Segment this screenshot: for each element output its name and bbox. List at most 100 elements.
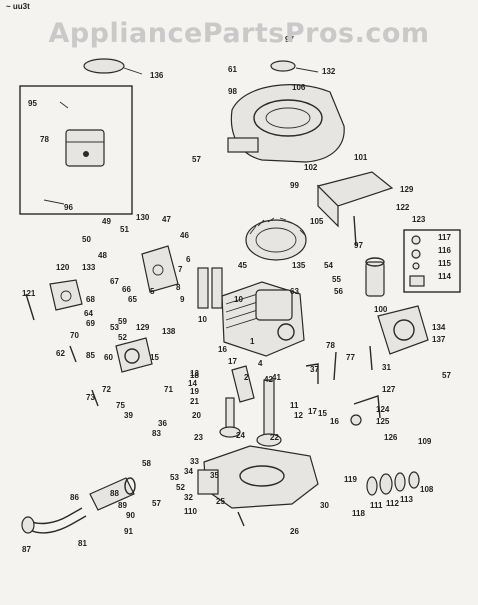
part-label-p36: 36 [158,419,167,428]
starter-100 [365,257,385,297]
exhaust-pipe-87 [21,507,87,534]
part-label-p25: 25 [216,497,225,506]
part-label-p136: 136 [150,71,164,80]
part-label-p49: 49 [102,217,111,226]
part-label-p57a: 57 [192,155,201,164]
muffler-86 [89,477,136,511]
part-label-p125: 125 [376,417,390,426]
cylinder-head-46 [141,245,179,293]
part-label-p119: 119 [344,475,357,484]
part-label-p65: 65 [128,295,137,304]
part-label-p19: 19 [190,387,199,396]
part-label-p42: 42 [264,375,273,384]
part-label-p138: 138 [162,327,176,336]
part-label-p9: 9 [180,295,185,304]
part-label-p45: 45 [238,261,247,270]
part-label-p100: 100 [374,305,388,314]
part-label-p124: 124 [376,405,390,414]
part-label-p109: 109 [418,437,432,446]
part-label-p52: 52 [118,333,127,342]
part-label-p137: 137 [432,335,446,344]
part-label-p78: 78 [40,135,49,144]
part-label-p37: 37 [310,365,319,374]
part-label-p18: 18 [190,371,199,380]
part-label-p69: 69 [86,319,95,328]
part-label-p21: 21 [190,397,199,406]
part-label-p17b: 17 [308,407,317,416]
part-label-p55: 55 [332,275,341,284]
part-label-p115: 115 [438,259,451,268]
part-label-p41: 41 [272,373,281,382]
part-label-p46: 46 [180,231,189,240]
seal-parts-108 [366,471,420,496]
part-label-p70: 70 [70,331,79,340]
part-label-p134: 134 [432,323,446,332]
bolts-group [25,215,373,527]
camshaft-24 [219,397,241,438]
part-label-p15: 15 [150,353,159,362]
part-label-p7: 7 [178,265,183,274]
part-label-p127: 127 [382,385,396,394]
part-label-p48: 48 [98,251,107,260]
part-label-p5: 5 [150,287,155,296]
crankcase-25 [197,445,319,509]
part-label-p33: 33 [190,457,199,466]
part-label-p129a: 129 [400,185,414,194]
part-label-p117: 117 [438,233,451,242]
part-label-p2: 2 [244,373,249,382]
part-label-p113: 113 [400,495,413,504]
header-text: ~ uu3t [6,2,30,11]
part-label-p68: 68 [86,295,95,304]
part-label-p72: 72 [102,385,111,394]
part-label-p6: 6 [186,255,191,264]
part-label-p66: 66 [122,285,131,294]
crankshaft-11 [256,379,282,447]
part-label-p59: 59 [118,317,127,326]
part-label-p86: 86 [70,493,79,502]
part-label-p31: 31 [382,363,391,372]
part-label-p34: 34 [184,467,193,476]
part-label-p120: 120 [56,263,70,272]
part-label-p87: 87 [22,545,31,554]
part-label-p129b: 129 [136,323,150,332]
part-label-p108: 108 [420,485,434,494]
part-label-p58: 58 [142,459,151,468]
part-label-p56: 56 [334,287,343,296]
part-label-p16: 16 [218,345,227,354]
part-label-p12: 12 [294,411,303,420]
part-label-p126: 126 [384,433,398,442]
part-label-p52b: 52 [176,483,185,492]
part-label-p110: 110 [184,507,197,516]
part-label-p13: 13 [190,369,199,378]
part-label-p135: 135 [292,261,306,270]
part-label-p123: 123 [412,215,426,224]
inset-part-box-assembly [43,101,105,205]
part-label-p61: 61 [228,65,237,74]
part-label-p10b: 10 [198,315,207,324]
part-label-p95: 95 [28,99,37,108]
part-label-p91: 91 [124,527,133,536]
part-label-p16b: 16 [330,417,339,426]
carburetor-120 [49,279,83,311]
part-label-p50: 50 [82,235,91,244]
part-label-p83: 83 [152,429,161,438]
flywheel-45 [245,217,307,261]
part-label-p89: 89 [118,501,127,510]
part-label-p106: 106 [292,83,306,92]
part-label-p88: 88 [110,489,119,498]
part-label-p99: 99 [290,181,299,190]
governor-linkage-37 [305,351,337,384]
part-label-p75: 75 [116,401,125,410]
part-label-p114: 114 [438,272,451,281]
part-label-p71: 71 [164,385,173,394]
part-label-p97b: 97 [354,241,363,250]
part-label-p8: 8 [176,283,181,292]
cap-132 [270,60,319,73]
part-label-p54: 54 [324,261,333,270]
part-label-p60: 60 [104,353,113,362]
fuel-filter-124 [350,395,381,426]
part-label-p15b: 15 [318,409,327,418]
fuel-tank-101 [316,171,394,228]
